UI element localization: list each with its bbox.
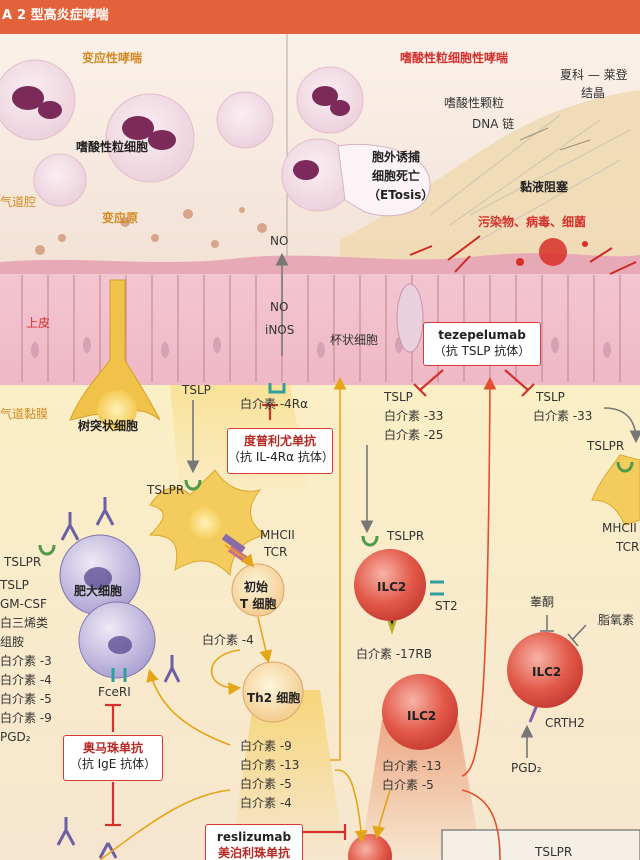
- figure-title: 2 型高炎症哮喘: [17, 8, 109, 23]
- tslpr-label-3: TSLPR: [587, 439, 625, 453]
- tslp-label-1: TSLP: [182, 383, 211, 397]
- eosinophil-cells: [0, 59, 274, 207]
- allergic-asthma-title: 变应性哮喘: [82, 51, 143, 65]
- mucus-plug-label: 黏液阻塞: [520, 180, 569, 194]
- mast-item-pgd2: PGD₂: [0, 730, 31, 744]
- omalizumab-desc: （抗 IgE 抗体）: [69, 757, 157, 772]
- mast-item-tslpr: TSLPR: [4, 555, 42, 569]
- etosis-line3: （ETosis）: [368, 188, 434, 202]
- reslizumab-box: reslizumab 美泊利珠单抗: [205, 824, 303, 860]
- pollutants-label: 污染物、病毒、细菌: [478, 215, 587, 229]
- mhcii-label: MHCII: [260, 528, 295, 542]
- fceri-label: FceRI: [98, 685, 131, 699]
- no-label-top: NO: [270, 234, 289, 248]
- th2-cyto-il4: 白介素 -4: [240, 796, 292, 810]
- tslp-label-3: TSLP: [536, 390, 565, 404]
- mast-item-il4: 白介素 -4: [0, 673, 52, 687]
- mast-item-tslp: TSLP: [0, 578, 29, 592]
- dupilumab-box: 度普利尤单抗 （抗 IL-4Rα 抗体）: [227, 428, 334, 474]
- no-label-mid: NO: [270, 300, 289, 314]
- mast-item-gmcsf: GM-CSF: [0, 597, 47, 611]
- il25-label: 白介素 -25: [384, 428, 444, 442]
- reslizumab-name: reslizumab: [216, 830, 292, 844]
- eos-granule-label: 嗜酸性颗粒: [444, 96, 505, 110]
- mast-item-il5: 白介素 -5: [0, 692, 52, 706]
- mast-item-leukotrienes: 白三烯类: [0, 616, 49, 630]
- il33-label-2: 白介素 -33: [533, 409, 593, 423]
- ilc2-label-2: ILC2: [407, 709, 437, 723]
- inos-label: iNOS: [265, 323, 295, 337]
- tezepelumab-name: tezepelumab: [438, 328, 526, 342]
- tcr-label: TCR: [264, 545, 288, 559]
- mhcii-label-2: MHCII: [602, 521, 637, 535]
- naive-t-line2: T 细胞: [240, 597, 277, 611]
- charcot-leyden-line1: 夏科 — 莱登: [560, 68, 628, 82]
- goblet-cell-label: 杯状细胞: [330, 333, 379, 347]
- tcr-label-2: TCR: [616, 540, 640, 554]
- testosterone-label: 睾酮: [530, 595, 555, 609]
- st2-label: ST2: [435, 599, 458, 613]
- reslizumab-desc: 美泊利珠单抗: [217, 846, 290, 860]
- tslpr-label-2: TSLPR: [387, 529, 425, 543]
- panel-letter: A: [2, 8, 13, 23]
- ilc2-2-cyto-il13: 白介素 -13: [382, 759, 442, 773]
- ilc2-cells: [354, 549, 583, 750]
- eosinophil-label: 嗜酸性粒细胞: [76, 140, 149, 154]
- airway-lumen-label: 气道腔: [0, 195, 37, 209]
- eosinophilic-asthma-title: 嗜酸性粒细胞性哮喘: [400, 51, 509, 65]
- mast-item-il9: 白介素 -9: [0, 711, 52, 725]
- ilc2-2-cyto-il5: 白介素 -5: [382, 778, 434, 792]
- ilc2-label-1: ILC2: [377, 580, 407, 594]
- th2-cyto-il13: 白介素 -13: [240, 758, 300, 772]
- tezepelumab-box: tezepelumab （抗 TSLP 抗体）: [423, 322, 541, 366]
- dna-chain-label: DNA 链: [472, 117, 515, 131]
- charcot-leyden-line2: 结晶: [581, 86, 606, 100]
- tslpr-label-1: TSLPR: [147, 483, 185, 497]
- th2-cyto-il9: 白介素 -9: [240, 739, 292, 753]
- tslpr-label-4: TSLPR: [535, 845, 573, 859]
- ilc2-label-3: ILC2: [532, 665, 562, 679]
- th2-label: Th2 细胞: [247, 691, 301, 705]
- il33-label-1: 白介素 -33: [384, 409, 444, 423]
- epithelium-label: 上皮: [26, 316, 51, 330]
- crth2-label: CRTH2: [545, 716, 585, 730]
- dendritic-cell-label: 树突状细胞: [78, 419, 139, 433]
- naive-t-line1: 初始: [244, 580, 269, 594]
- etosis-line1: 胞外诱捕: [372, 150, 421, 164]
- mast-item-il3: 白介素 -3: [0, 654, 52, 668]
- th2-cyto-il5: 白介素 -5: [240, 777, 292, 791]
- omalizumab-name: 奥马珠单抗: [82, 741, 143, 755]
- pgd2-label: PGD₂: [511, 761, 542, 775]
- mast-item-histamine: 组胺: [0, 635, 25, 649]
- dendritic-cell: [69, 279, 161, 430]
- allergen-label: 变应原: [102, 211, 139, 225]
- il4-loop-label: 白介素 -4: [202, 633, 254, 647]
- dupilumab-desc: （抗 IL-4Rα 抗体）: [228, 450, 334, 465]
- il4ra-label: 白介素 -4Rα: [240, 397, 309, 411]
- dupilumab-name: 度普利尤单抗: [243, 434, 316, 448]
- il17rb-label: 白介素 -17RB: [356, 647, 432, 661]
- mast-cell-label: 肥大细胞: [74, 584, 123, 598]
- tslp-label-2: TSLP: [384, 390, 413, 404]
- omalizumab-box: 奥马珠单抗 （抗 IgE 抗体）: [63, 735, 163, 781]
- mast-cells: [59, 534, 156, 679]
- lipoxin-label: 脂氧素: [598, 613, 635, 627]
- figure-header: A 2 型高炎症哮喘: [0, 0, 640, 34]
- etosis-line2: 细胞死亡: [372, 169, 421, 183]
- airway-mucosa-label: 气道黏膜: [0, 407, 49, 421]
- tezepelumab-desc: （抗 TSLP 抗体）: [433, 344, 531, 359]
